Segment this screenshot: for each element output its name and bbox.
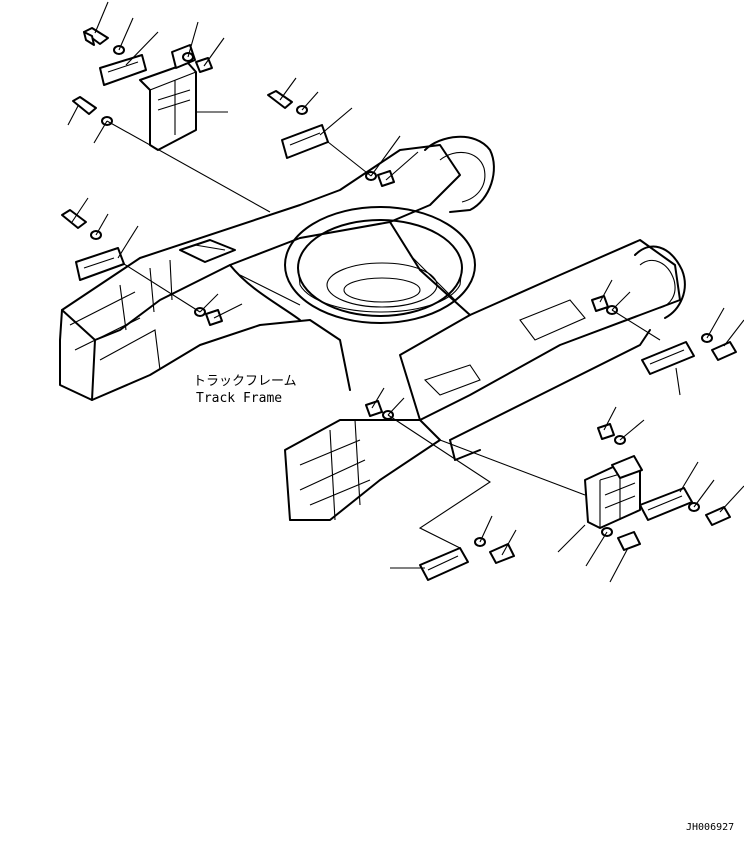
nut [365,400,383,417]
nut [195,57,213,73]
guard-pad [75,247,125,281]
track-frame [59,135,686,521]
nut [377,170,395,187]
track-guard-bracket [584,455,643,529]
bolt [489,543,515,564]
guard-pad [99,54,147,86]
bolt [83,27,109,46]
bolt [705,506,731,526]
leader-lines [67,1,744,583]
guard-pad [281,124,329,159]
guard-pad [639,487,693,521]
nut [591,295,609,312]
guard-pad [641,341,695,375]
bolt [711,341,737,361]
bolt [72,96,97,115]
track-frame-label-english: Track Frame [196,391,282,406]
bolt [617,531,641,551]
track-frame-label-japanese: トラックフレーム [193,374,297,389]
drawing-number: JH006927 [686,822,734,833]
guard-pad [419,547,469,581]
